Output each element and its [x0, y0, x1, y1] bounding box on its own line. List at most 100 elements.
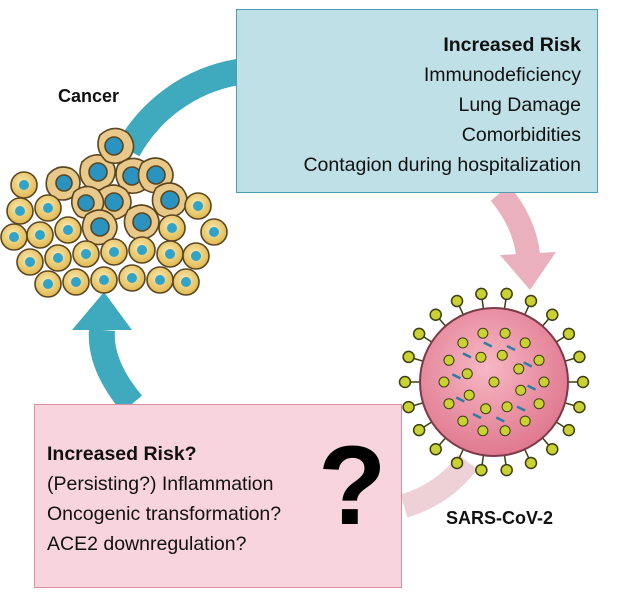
virus-membrane-protein [523, 361, 533, 368]
cancer-label: Cancer [58, 86, 120, 106]
risk-question-item: (Persisting?) Inflammation [47, 473, 274, 495]
risk-item: Immunodeficiency [423, 64, 581, 86]
risk-question-item: ACE2 downregulation? [47, 533, 247, 555]
virus-spike [524, 294, 538, 308]
risk-item: Lung Damage [458, 94, 581, 116]
cancer-cell [123, 204, 160, 241]
cancer-cell [200, 218, 228, 246]
virus-spike [402, 400, 415, 414]
virus-surface-protein [496, 349, 508, 361]
cancer-cell-cluster [0, 127, 228, 298]
arrow-bottom-box-to-cancer [72, 292, 143, 413]
increased-risk-question-title: Increased Risk? [47, 443, 197, 465]
cancer-cell [0, 223, 28, 251]
virus-spike [450, 294, 464, 308]
virus-surface-protein [533, 398, 545, 410]
virus-surface-protein [461, 368, 473, 380]
virus-spike [573, 350, 586, 364]
virus-surface-protein [443, 354, 455, 366]
virus-surface-protein [519, 337, 531, 349]
virus-surface-protein [477, 425, 489, 437]
cancer-cell [45, 166, 81, 201]
virus-spike [398, 375, 412, 389]
cancer-cell [97, 127, 135, 165]
virus-spike [429, 308, 442, 321]
cancer-cell [62, 268, 90, 296]
cancer-cell [90, 266, 118, 294]
virus-surface-protein [463, 389, 475, 401]
virus-membrane-protein [506, 344, 516, 352]
cancer-cell [54, 216, 82, 244]
virus-surface-protein [538, 376, 550, 388]
increased-risk-box: Increased Risk Immunodeficiency Lung Dam… [236, 9, 598, 193]
cancer-cell [81, 209, 118, 246]
virus-spike [576, 375, 590, 389]
virus-spike [573, 400, 586, 414]
arrow-virus-to-bottom-box [400, 454, 478, 518]
cancer-cell [151, 182, 188, 219]
virus-surface-protein [475, 351, 487, 363]
cancer-cell [34, 270, 62, 298]
virus-spike [562, 327, 576, 341]
virus-spike [429, 443, 442, 456]
virus-spike [524, 456, 538, 470]
cancer-cell [34, 194, 62, 222]
virus-surface-protein [513, 363, 525, 375]
cancer-cell [182, 242, 210, 270]
virus-surface-protein [457, 415, 469, 427]
arrow-cancer-to-virus [116, 59, 241, 157]
virus-surface-protein [499, 425, 511, 437]
cancer-cell [72, 240, 100, 268]
virus-surface-protein [533, 354, 545, 366]
virus-spike [562, 423, 576, 437]
cancer-cell [26, 221, 54, 249]
risk-item: Contagion during hospitalization [303, 154, 581, 176]
virus-membrane-protein [516, 405, 526, 412]
virus-surface-protein [499, 327, 511, 339]
risk-question-item: Oncogenic transformation? [47, 503, 282, 525]
virus-surface-protein [519, 415, 531, 427]
cancer-cell [118, 264, 146, 292]
virus-membrane-protein [483, 341, 493, 348]
virus-surface-protein [515, 384, 527, 396]
virus-spike [402, 350, 415, 364]
cancer-cell [44, 244, 72, 272]
arrow-top-box-to-virus [490, 185, 556, 290]
virus-surface-protein [477, 327, 489, 339]
virus-surface-protein [480, 403, 492, 415]
cancer-cell [184, 192, 212, 220]
cancer-cell [156, 240, 184, 268]
cancer-cell [10, 171, 38, 199]
virus-membrane-protein [451, 373, 461, 380]
virus-surface-protein [457, 337, 469, 349]
virus-spike [500, 463, 513, 477]
virus-surface-protein [501, 401, 513, 413]
cancer-cell [16, 248, 44, 276]
cancer-cell [100, 238, 128, 266]
virus-spike [412, 423, 426, 437]
risk-item: Comorbidities [461, 124, 581, 146]
virus-spike [412, 327, 426, 341]
virus-spike [546, 443, 559, 456]
cancer-cell [158, 214, 186, 242]
increased-risk-question-box: Increased Risk? (Persisting?) Inflammati… [34, 404, 402, 588]
virus-spike [475, 287, 488, 301]
virus-surface-protein [488, 376, 500, 388]
question-mark-symbol: ? [318, 423, 387, 548]
cancer-cell [6, 197, 34, 225]
virus-membrane-protein [527, 384, 537, 391]
virus-membrane-protein [495, 416, 505, 423]
cancer-cell [79, 154, 116, 191]
virus-spike [475, 463, 488, 477]
virus-surface-protein [438, 376, 450, 388]
sars-cov-2-label: SARS-CoV-2 [446, 508, 554, 528]
increased-risk-title: Increased Risk [443, 34, 581, 56]
virus-spike [500, 287, 513, 301]
cancer-cell [172, 268, 200, 296]
sars-cov-2-virus [398, 287, 590, 477]
virus-spike [546, 308, 559, 321]
virus-membrane-protein [455, 396, 465, 403]
virus-surface-protein [443, 398, 455, 410]
virus-spike [450, 456, 464, 470]
